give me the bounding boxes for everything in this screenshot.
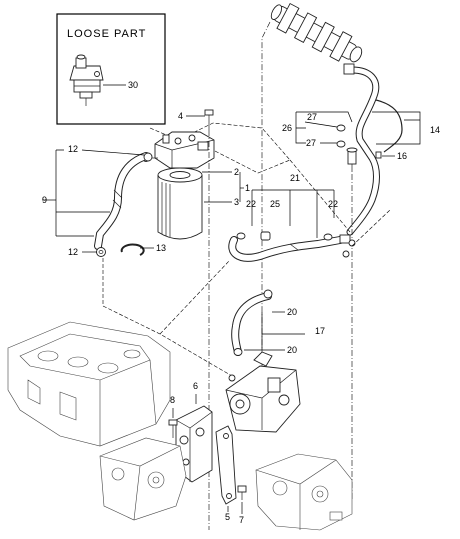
callout-17: 17 — [315, 326, 325, 336]
loose-part-30-bracket — [69, 54, 104, 106]
lower-left-casting — [99, 437, 187, 521]
hose-clamp-12-bottom — [96, 247, 106, 257]
hose-clamp-22-left — [236, 232, 246, 240]
mounting-bracket-6 — [175, 405, 213, 483]
banjo-fitting — [346, 147, 358, 172]
callout-14: 14 — [430, 125, 440, 135]
callout-22-left: 22 — [246, 199, 256, 209]
callout-12-bottom: 12 — [68, 247, 78, 257]
washer-27-top — [336, 124, 346, 132]
callout-7: 7 — [239, 515, 244, 525]
hose-clamp-22-right — [323, 233, 333, 241]
callout-5: 5 — [225, 512, 230, 522]
callout-8: 8 — [170, 395, 175, 405]
callout-16: 16 — [397, 151, 407, 161]
engine-block-outline — [7, 321, 171, 447]
callout-27-bottom: 27 — [306, 138, 316, 148]
callout-26: 26 — [282, 123, 292, 133]
loose-part-panel: LOOSE PART 30 — [56, 13, 166, 125]
fuel-filter-cartridge — [157, 167, 203, 240]
lower-right-casting — [255, 453, 353, 531]
hose-clamp-20-bottom — [233, 348, 243, 356]
fuel-injection-rail — [270, 2, 363, 63]
hose-clamp-20-top — [263, 289, 273, 299]
bolt-8 — [168, 419, 178, 438]
clip-25 — [260, 231, 271, 241]
hose-clamp-12-top — [143, 152, 153, 162]
fuel-hose-17 — [231, 292, 272, 356]
fuel-hose-middle — [228, 236, 344, 262]
loose-part-title: LOOSE PART — [67, 28, 146, 40]
washer-27-bottom — [336, 140, 346, 148]
callout-22-right: 22 — [328, 199, 338, 209]
callout-3: 3 — [234, 197, 239, 207]
stay-bracket-5 — [215, 425, 237, 505]
callout-21: 21 — [290, 173, 300, 183]
callout-27-top: 27 — [307, 112, 317, 122]
callout-6: 6 — [193, 381, 198, 391]
bolt-7 — [237, 485, 247, 500]
fuel-hose-left — [94, 152, 150, 250]
fuel-injection-pump — [225, 351, 301, 433]
callout-13: 13 — [156, 243, 166, 253]
hose-end-fitting — [339, 234, 356, 258]
callout-20-bottom: 20 — [287, 345, 297, 355]
callout-20-top: 20 — [287, 307, 297, 317]
callout-30: 30 — [128, 80, 138, 90]
callout-4: 4 — [178, 111, 183, 121]
retaining-ring-13 — [120, 243, 145, 256]
fuel-filter-head — [142, 131, 215, 169]
clip-16 — [375, 151, 382, 159]
callout-25: 25 — [270, 199, 280, 209]
fuel-return-hose-right — [343, 63, 403, 236]
callout-1: 1 — [245, 183, 250, 193]
callout-2: 2 — [234, 167, 239, 177]
callout-12-top: 12 — [68, 144, 78, 154]
